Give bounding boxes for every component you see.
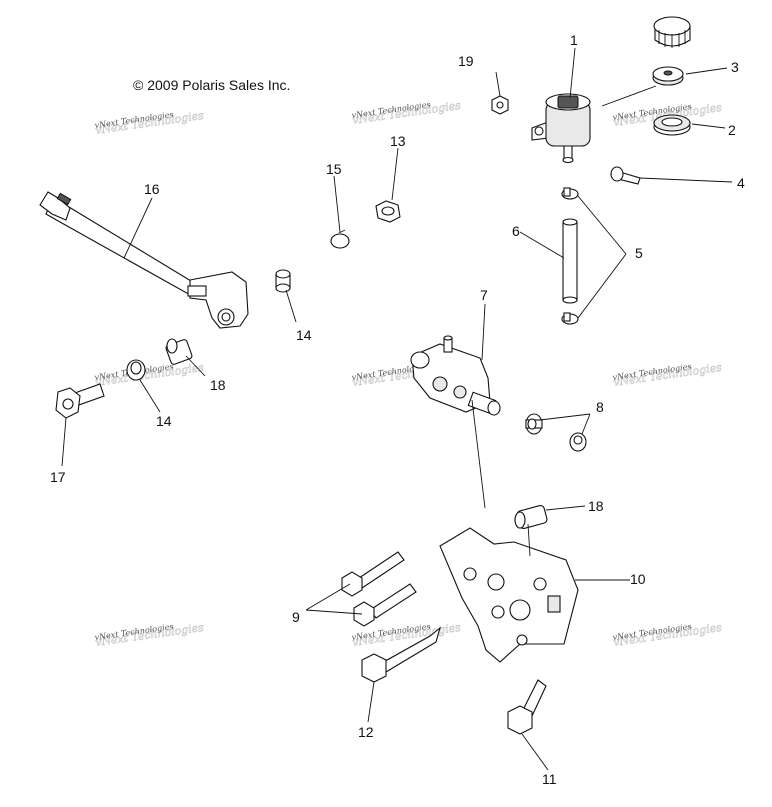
callout-2: 2 [728, 122, 736, 138]
callout-6: 6 [512, 223, 520, 239]
part-master-cylinder [410, 335, 501, 416]
copyright-text: © 2009 Polaris Sales Inc. [133, 77, 291, 93]
callout-12: 12 [358, 724, 374, 740]
watermark-7: vNext Technologies vNext Technologies [94, 620, 205, 649]
part-bracket [439, 527, 579, 663]
leader-lines [61, 47, 733, 771]
part-hose-clamp-bottom [561, 312, 579, 325]
callout-14-upper: 14 [296, 327, 312, 343]
callout-16: 16 [144, 181, 160, 197]
part-diaphragm [653, 114, 691, 136]
callout-5: 5 [635, 245, 643, 261]
part-brake-rod [39, 191, 249, 329]
part-bolt-9-upper [341, 551, 405, 597]
callout-14-lower: 14 [156, 413, 172, 429]
part-top-cap [653, 16, 691, 48]
callout-10: 10 [630, 571, 646, 587]
part-sleeve-18-upper [165, 338, 193, 365]
part-bolt-11 [507, 679, 547, 735]
callouts: 1 2 3 4 5 6 7 8 9 10 11 12 13 14 14 15 1… [50, 32, 745, 787]
part-hose-clamp-top [561, 187, 579, 200]
watermark-1: vNext Technologies vNext Technologies [94, 108, 205, 137]
callout-13: 13 [390, 133, 406, 149]
part-bolt-9-lower [353, 583, 417, 627]
callout-11: 11 [542, 771, 557, 787]
callout-18-lower: 18 [588, 498, 604, 514]
callout-3: 3 [731, 59, 739, 75]
part-bushing-14-upper [275, 269, 291, 293]
part-bushing-8-a [525, 413, 543, 435]
callout-4: 4 [737, 175, 745, 191]
part-bolt-12 [361, 626, 442, 683]
callout-18-upper: 18 [210, 377, 226, 393]
part-clip-ring [330, 229, 350, 249]
callout-9: 9 [292, 609, 300, 625]
part-bushing-14-lower [126, 359, 146, 381]
part-nut-19 [491, 95, 509, 115]
watermark-6: vNext Technologies vNext Technologies [612, 360, 723, 389]
watermark-2: vNext Technologies vNext Technologies [351, 98, 462, 127]
part-hose [562, 218, 578, 304]
part-sleeve-18-lower [514, 505, 548, 529]
callout-8: 8 [596, 399, 604, 415]
watermark-9: vNext Technologies vNext Technologies [612, 620, 723, 649]
part-nut-13 [375, 200, 401, 223]
part-cap-plate [652, 66, 684, 86]
watermark-4: vNext Technologies vNext Technologies [94, 360, 205, 389]
callout-19: 19 [458, 53, 474, 69]
callout-1: 1 [570, 32, 578, 48]
callout-17: 17 [50, 469, 66, 485]
part-bolt-17 [55, 383, 105, 419]
part-reservoir [531, 93, 591, 164]
callout-7: 7 [480, 287, 488, 303]
part-bushing-8-b [569, 432, 587, 452]
part-screw [610, 166, 641, 185]
callout-15: 15 [326, 161, 342, 177]
